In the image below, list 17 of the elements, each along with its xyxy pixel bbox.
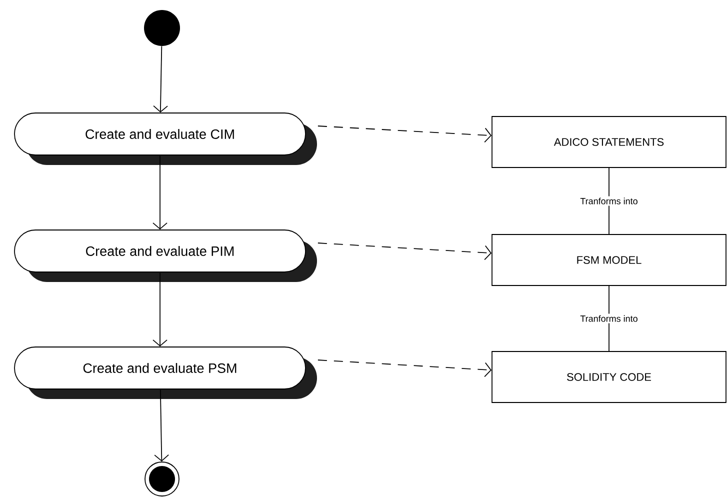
final-node <box>144 462 180 496</box>
action-node: Create and evaluate PIM <box>14 230 317 282</box>
arrow <box>318 126 492 143</box>
action-node: Create and evaluate PSM <box>14 346 317 399</box>
arrow <box>152 272 168 347</box>
initial-node <box>144 10 180 46</box>
arrow <box>152 155 168 230</box>
artifact-box: FSM MODEL <box>492 234 726 286</box>
edge-label: Tranforms into <box>578 196 640 206</box>
arrow <box>318 360 492 378</box>
artifact-box: ADICO STATEMENTS <box>492 116 726 168</box>
action-node: Create and evaluate CIM <box>14 112 317 165</box>
arrow <box>154 389 170 462</box>
arrow <box>318 242 492 260</box>
artifact-box: SOLIDITY CODE <box>492 351 726 403</box>
edge-label: Tranforms into <box>578 314 640 324</box>
arrow <box>153 46 168 113</box>
